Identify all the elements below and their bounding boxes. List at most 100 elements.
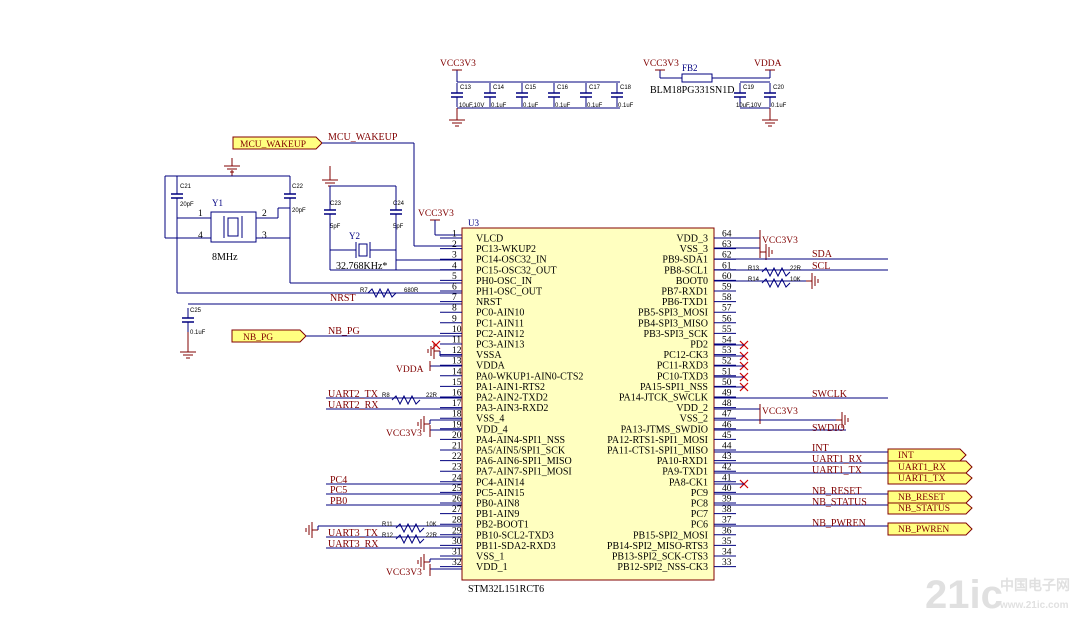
svg-text:C15: C15 <box>525 85 537 91</box>
pin-name: PC11-RXD3 <box>657 361 708 372</box>
pin-name: VDDA <box>476 361 506 372</box>
svg-text:C14: C14 <box>493 85 505 91</box>
svg-text:C24: C24 <box>393 201 405 207</box>
cap-c23: C23 5pF <box>323 199 342 230</box>
vdda-label-top: VDDA <box>754 59 782 69</box>
pin-number: 59 <box>722 283 732 293</box>
pin-name: PB15-SPI2_MOSI <box>633 530 708 541</box>
pin-number: 28 <box>452 516 462 526</box>
pin-name: PB11-SDA2-RXD3 <box>476 541 556 552</box>
svg-text:20pF: 20pF <box>292 208 306 214</box>
svg-text:22R: 22R <box>426 393 438 399</box>
pin-name: PB8-SCL1 <box>664 265 708 276</box>
svg-text:C13: C13 <box>460 85 472 91</box>
svg-text:UART3_RX: UART3_RX <box>328 539 379 550</box>
cap-c17: C17 0.1uF <box>579 82 603 109</box>
svg-text:R7: R7 <box>360 288 368 294</box>
pin-name: PC4-AIN14 <box>476 477 524 488</box>
svg-text:680R: 680R <box>404 288 419 294</box>
pin-number: 58 <box>722 293 732 303</box>
cap-c22: C22 20pF <box>283 183 306 214</box>
svg-text:R8: R8 <box>382 393 390 399</box>
pin-number: 11 <box>452 336 461 346</box>
decoupling-network: VCC3V3 C13 10uF,10V C14 0.1uF C15 0.1uF … <box>440 59 634 127</box>
svg-text:VCC3V3: VCC3V3 <box>386 429 422 439</box>
svg-text:5pF: 5pF <box>393 224 404 230</box>
svg-text:0.1uF: 0.1uF <box>491 103 507 109</box>
cap-c25: C25 0.1uF <box>181 307 206 336</box>
pin-name: PA7-AIN7-SPI1_MOSI <box>476 467 572 478</box>
pin-name: PB9-SDA1 <box>662 255 708 266</box>
pin-name: PC14-OSC32_IN <box>476 255 547 266</box>
pin-number: 13 <box>452 357 462 367</box>
svg-text:5pF: 5pF <box>330 224 341 230</box>
analog-supply: VDDA <box>396 342 462 375</box>
pin-name: VSS_2 <box>680 414 708 425</box>
vcc3v3-label-fb: VCC3V3 <box>643 59 679 69</box>
pin-name: PC13-WKUP2 <box>476 244 536 255</box>
svg-text:0.1uF: 0.1uF <box>190 330 206 336</box>
nb-pg-port: NB_PG NB_PG <box>231 326 462 343</box>
svg-text:INT: INT <box>812 443 829 454</box>
pin-number: 27 <box>452 505 462 515</box>
pin-name: VSS_1 <box>476 552 504 563</box>
pin-number: 29 <box>452 526 462 536</box>
pin-name: PA10-RXD1 <box>657 456 708 467</box>
pin-name: PC1-AIN11 <box>476 318 524 329</box>
pin-number: 2 <box>452 240 457 250</box>
svg-text:R11: R11 <box>382 522 393 528</box>
svg-text:C18: C18 <box>620 85 632 91</box>
vdda-label-pin13: VDDA <box>396 365 424 375</box>
pin-name: VDD_2 <box>676 403 708 414</box>
pin-name: PA6-AIN6-SPI1_MISO <box>476 456 572 467</box>
svg-text:SWDIO: SWDIO <box>812 423 845 434</box>
pin-name: VSS_3 <box>680 244 708 255</box>
net-nb-pg: NB_PG <box>328 326 360 337</box>
svg-text:0.1uF: 0.1uF <box>587 103 603 109</box>
pin-number: 6 <box>452 283 457 293</box>
cap-c16: C16 0.1uF <box>547 82 571 109</box>
svg-text:UART1_TX: UART1_TX <box>898 474 946 484</box>
pin-name: PB4-SPI3_MISO <box>638 318 708 329</box>
svg-text:C22: C22 <box>292 184 304 190</box>
svg-text:FB2: FB2 <box>682 63 698 73</box>
pin-number: 18 <box>452 410 462 420</box>
cap-c20: C20 0.1uF <box>763 82 787 109</box>
svg-text:4: 4 <box>198 231 203 241</box>
svg-text:C21: C21 <box>180 184 192 190</box>
svg-text:PB0: PB0 <box>330 496 347 507</box>
pin-name: PA3-AIN3-RXD2 <box>476 403 548 414</box>
pin-number: 9 <box>452 314 457 324</box>
pin-number: 31 <box>452 548 462 558</box>
svg-text:20pF: 20pF <box>180 202 194 208</box>
pin-name: PC6 <box>691 520 708 531</box>
pin-name: BOOT0 <box>676 276 708 287</box>
pin-number: 12 <box>452 346 462 356</box>
svg-text:VCC3V3: VCC3V3 <box>762 236 798 246</box>
svg-text:UART2_TX: UART2_TX <box>328 389 379 400</box>
pin-left: 9 PC1-AIN11 <box>440 314 524 329</box>
ferrite-bead-fb2 <box>681 73 713 83</box>
pin-number: 56 <box>722 314 732 324</box>
pin-name: PA5/AIN5/SPI1_SCK <box>476 446 566 457</box>
